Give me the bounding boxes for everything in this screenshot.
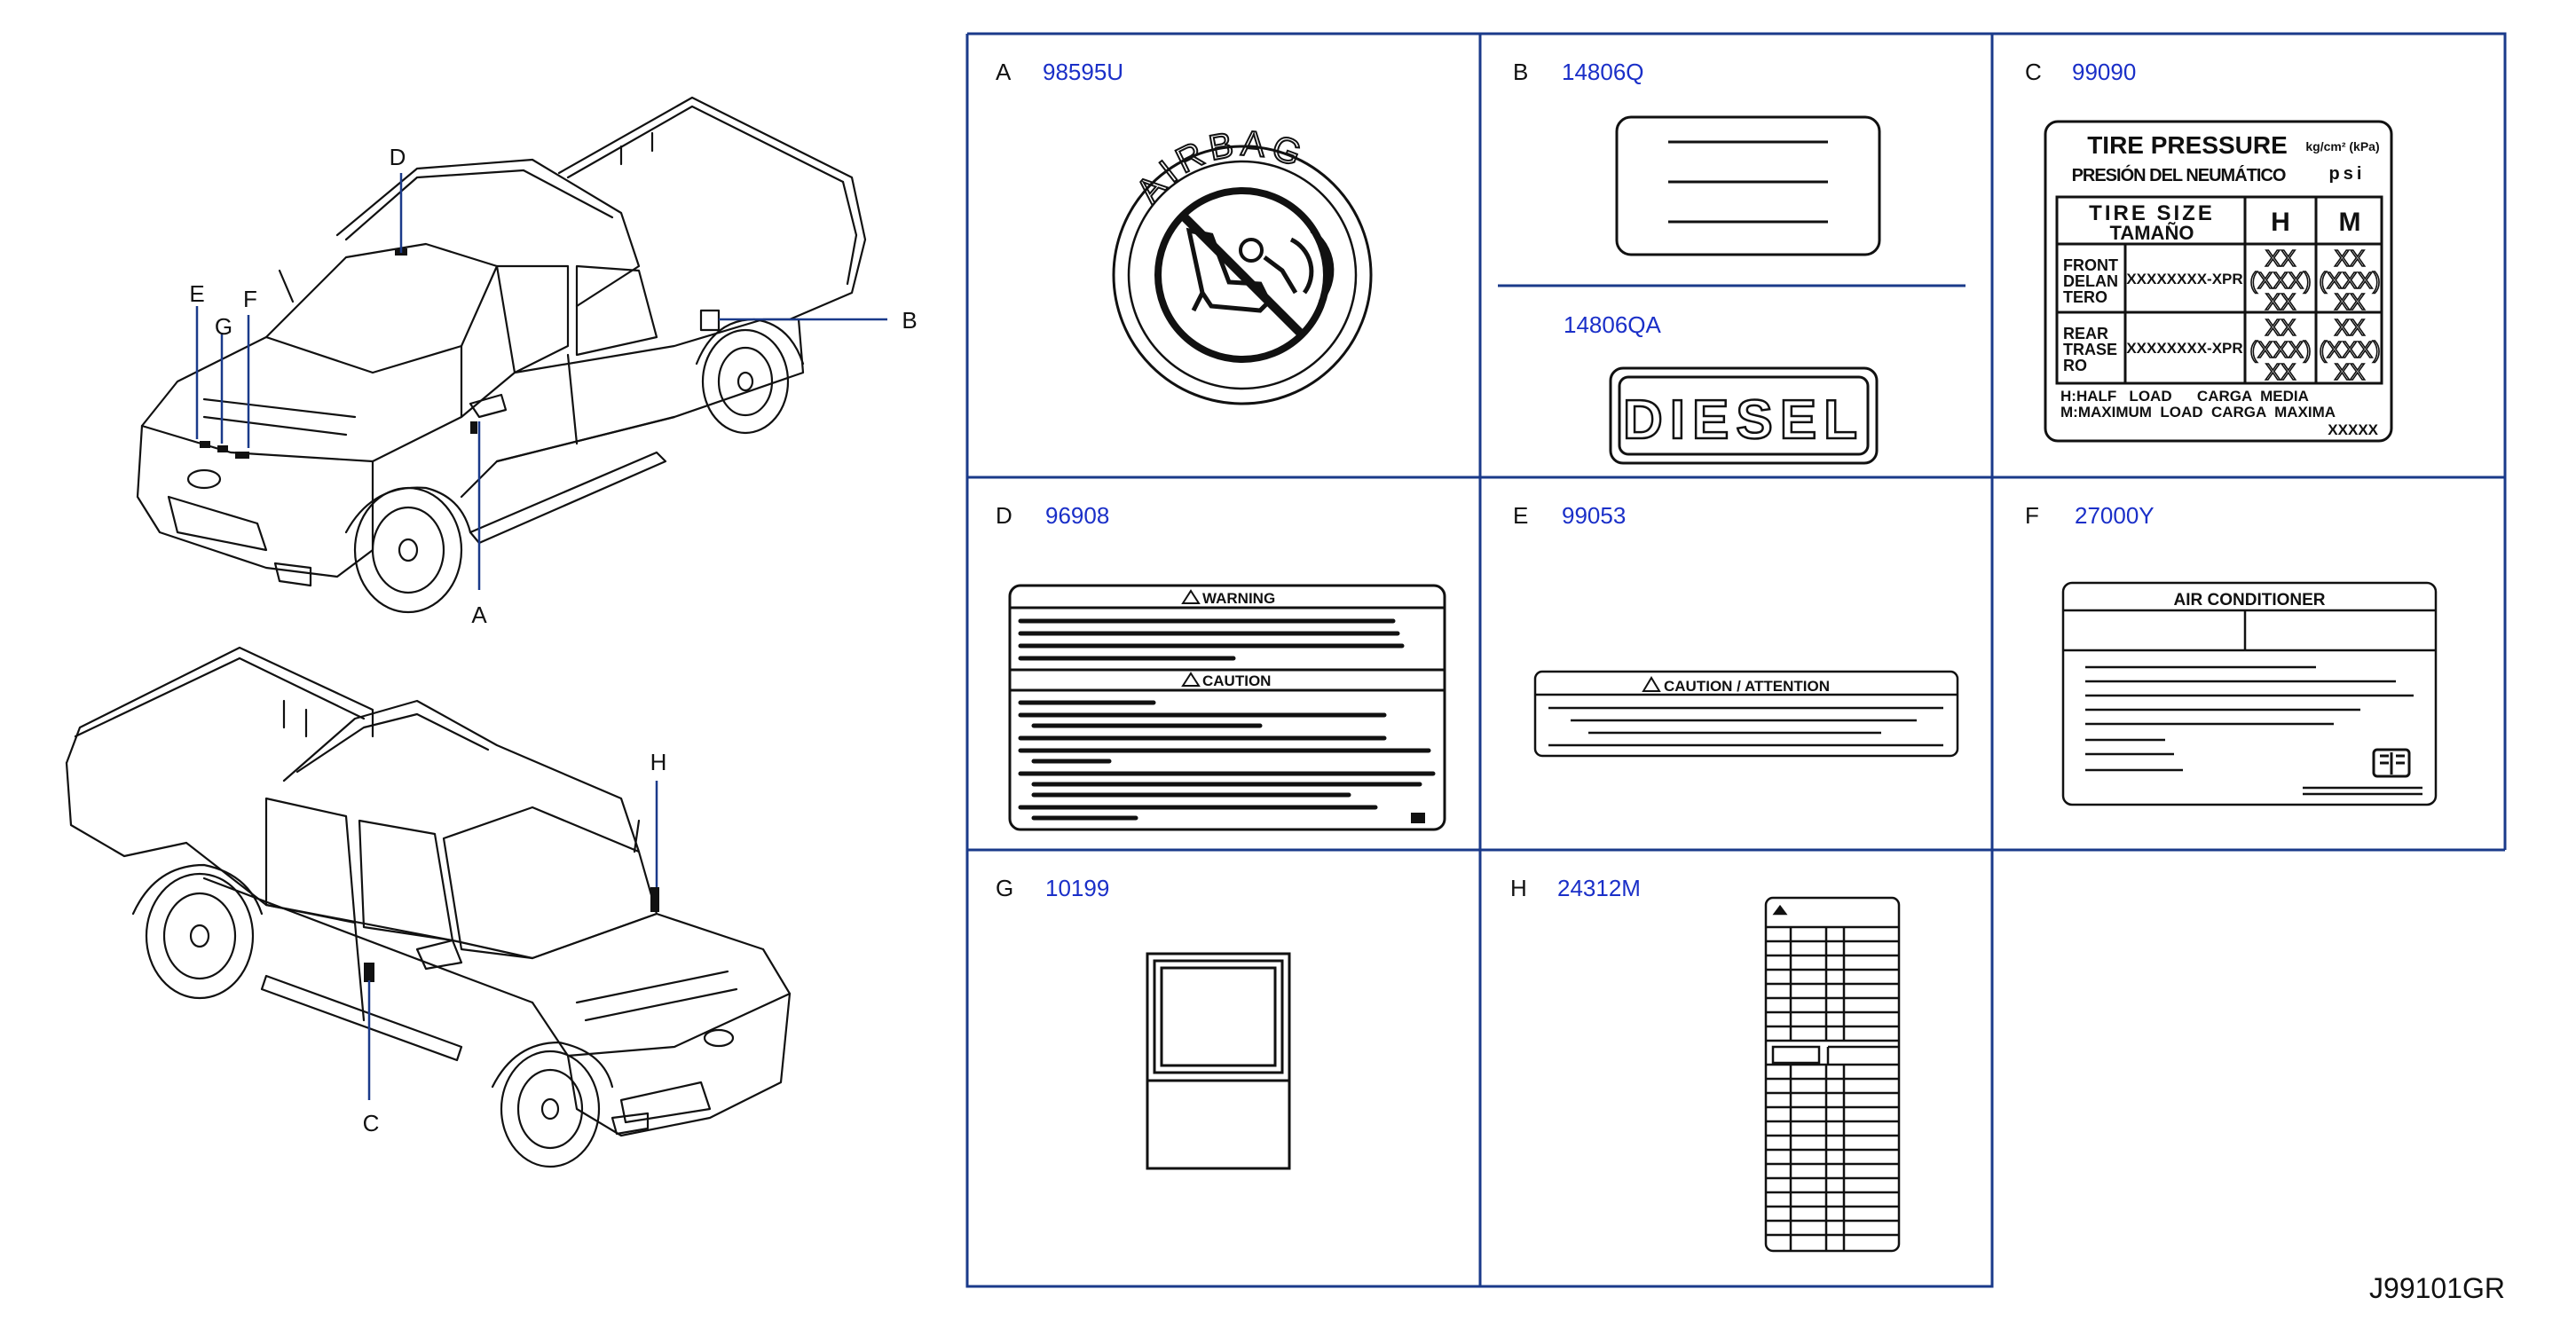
cell-c-letter: C [2025,59,2042,85]
tire-front-es2: TERO [2063,288,2107,306]
tire-front-h-xxx: (XXX) [2249,267,2311,294]
callout-a-label: A [471,602,487,628]
tire-h-header: H [2271,208,2290,237]
airbag-text: AIRBAG [1129,124,1312,211]
tire-title: TIRE PRESSURE [2087,131,2288,159]
tire-front: FRONT [2063,256,2118,274]
cell-c-part: 99090 [2072,59,2136,85]
cell-d-letter: D [996,502,1012,529]
tire-rear-code: XXXXXXXX-XPR [2126,340,2242,357]
cell-b-letter: B [1513,59,1528,85]
cell-h-letter: H [1510,875,1527,901]
cell-g-part: 10199 [1045,875,1109,901]
tire-front-h-xx2: XX [2265,288,2296,315]
tire-rear: REAR [2063,325,2108,342]
warning-heading: WARNING [1202,590,1275,607]
book-icon [2372,748,2411,778]
diesel-label [1609,366,1879,465]
tire-rear-es1: TRASE [2063,341,2117,358]
tire-front-code: XXXXXXXX-XPR [2126,271,2242,287]
blank-label [1615,115,1881,256]
label-grid [965,32,2507,1288]
truck-front-view [136,96,867,614]
callout-d-label: D [390,144,406,170]
tire-code: XXXXX [2328,421,2378,438]
tire-pressure-label [2044,120,2393,443]
air-conditioner-text: AIR CONDITIONER [2174,591,2326,609]
frame-label [1146,952,1291,1170]
warning-fine-print [1018,618,1436,821]
tire-front-es1: DELAN [2063,272,2118,290]
tire-size-es: TAMAÑO [2110,222,2194,244]
cell-e-part: 99053 [1562,502,1626,529]
tire-unit-kg: kg/cm² (kPa) [2305,139,2379,153]
diesel-text: DIESEL [1623,389,1864,451]
callout-g-label: G [215,313,232,340]
tire-rear-m-xx1: XX [2335,314,2366,341]
cell-a-letter: A [996,59,1012,85]
cell-a-part: 98595U [1043,59,1123,85]
truck-rear-left-view [65,646,792,1168]
tire-front-m-xx1: XX [2335,245,2366,271]
tire-rear-m-xx2: XX [2335,358,2366,385]
callout-e-label: E [189,280,204,307]
cell-h-part: 24312M [1557,875,1641,901]
tire-half-load: H:HALF LOAD CARGA MEDIA [2060,388,2309,405]
tire-rear-h-xx2: XX [2265,358,2296,385]
callouts-truck-front [195,173,887,590]
tire-rear-m-xxx: (XXX) [2319,336,2380,363]
cell-d-part: 96908 [1045,502,1109,529]
grid-table-label [1764,896,1901,1253]
tire-rear-h-xxx: (XXX) [2249,336,2311,363]
tire-size-label: TIRE SIZE [2089,201,2215,225]
air-conditioner-label [2061,581,2438,806]
cell-g-letter: G [996,875,1013,901]
airbag-label [1112,145,1373,405]
caution-attention-text: CAUTION / ATTENTION [1664,678,1830,695]
warning-caution-label [1008,584,1446,831]
callout-c-label: C [363,1110,380,1136]
caution-attention-label [1533,670,1959,758]
caution-heading: CAUTION [1202,672,1271,689]
callout-f-label: F [243,286,257,312]
callout-b-label: B [902,307,917,334]
tire-max-load: M:MAXIMUM LOAD CARGA MAXIMA [2060,404,2336,421]
tire-front-m-xx2: XX [2335,288,2366,315]
tire-rear-es2: RO [2063,357,2087,374]
cell-f-letter: F [2025,502,2039,529]
diagram-code: J99101GR [2369,1272,2505,1304]
tire-front-m-xxx: (XXX) [2319,267,2380,294]
tire-subtitle: PRESIÓN DEL NEUMÁTICO [2072,164,2286,185]
cell-f-part: 27000Y [2075,502,2155,529]
cell-b-part: 14806Q [1562,59,1644,85]
tire-front-h-xx1: XX [2265,245,2296,271]
cell-e-letter: E [1513,502,1528,529]
tire-m-header: M [2339,208,2361,237]
callout-h-label: H [650,749,667,775]
callouts-truck-rear [367,781,658,1100]
cell-b-part2: 14806QA [1564,311,1662,338]
tire-unit-psi: psi [2329,164,2366,184]
tire-rear-h-xx1: XX [2265,314,2296,341]
